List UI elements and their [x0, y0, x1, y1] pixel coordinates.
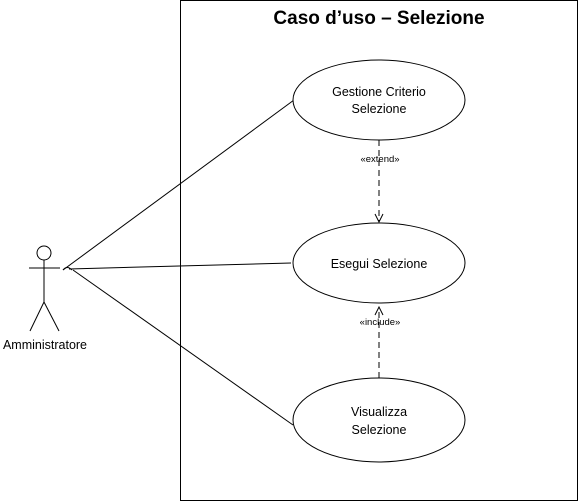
actor-head	[36, 245, 52, 261]
use-case-visualizza-line1: Visualizza	[351, 405, 407, 419]
use-case-gestione-line1: Gestione Criterio	[332, 85, 426, 99]
use-case-gestione-line2: Selezione	[352, 102, 407, 116]
association-visualizza	[72, 269, 294, 426]
actor-administrator: Amministratore	[3, 245, 87, 352]
extend-label: «extend»	[360, 154, 399, 165]
association-esegui	[68, 262, 292, 270]
association-hook	[62, 267, 73, 271]
use-case-gestione-criterio-selezione: Gestione Criterio Selezione	[292, 59, 466, 141]
system-title: Caso d’uso – Selezione	[273, 8, 484, 29]
actor-left-leg	[29, 301, 45, 332]
include-label: «include»	[360, 317, 401, 328]
association-gestione	[62, 99, 295, 271]
actor-label: Amministratore	[3, 338, 87, 352]
use-case-visualizza-selezione: Visualizza Selezione	[292, 377, 466, 463]
use-case-esegui-line1: Esegui Selezione	[331, 257, 428, 271]
use-case-esegui-selezione: Esegui Selezione	[292, 222, 466, 304]
actor-right-leg	[43, 301, 60, 332]
use-case-visualizza-line2: Selezione	[352, 423, 407, 437]
